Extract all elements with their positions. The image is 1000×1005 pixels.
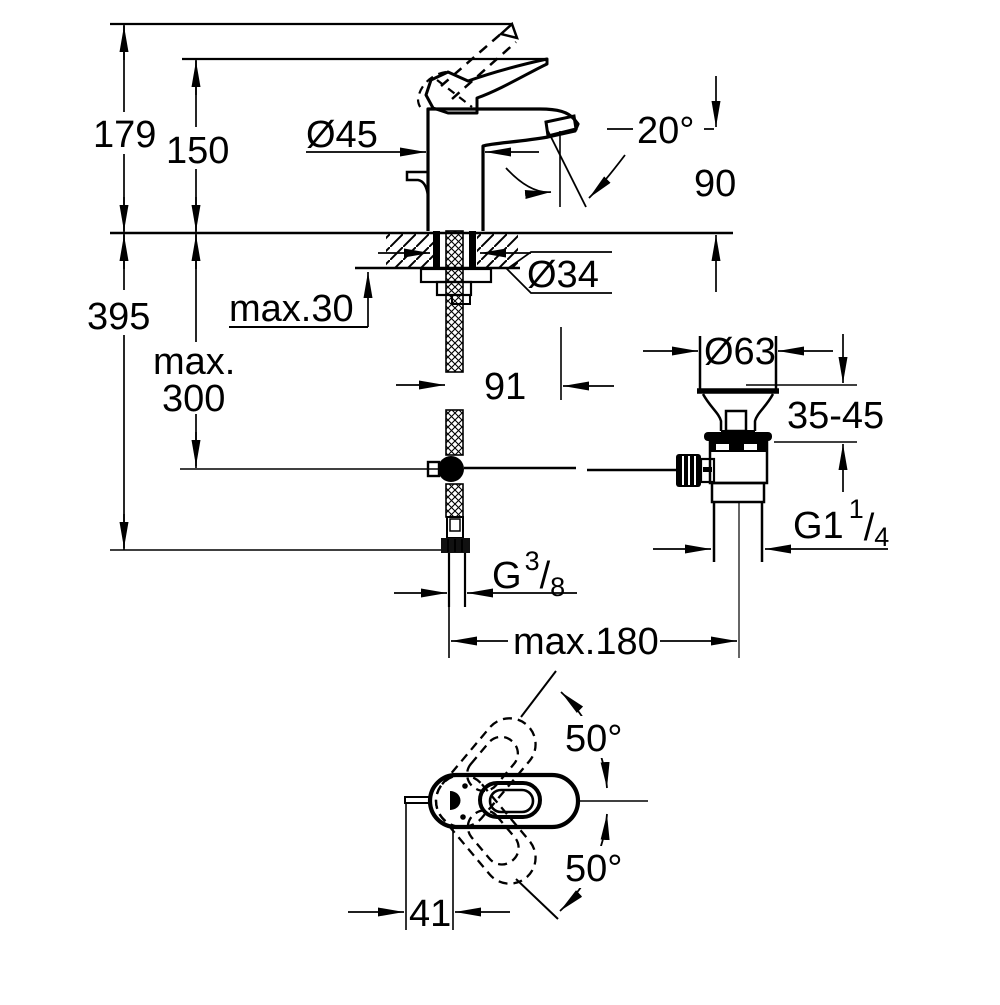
supply-hose-middle bbox=[445, 409, 464, 456]
dim-34-frame bbox=[505, 251, 612, 294]
deck-hatch-right bbox=[477, 234, 518, 267]
top-view: 50° 50° 41 bbox=[348, 670, 648, 935]
handle-up-slot bbox=[465, 735, 520, 793]
dim-spout-reach-label: 91 bbox=[484, 366, 526, 408]
dim-35-45 bbox=[746, 334, 857, 492]
halo-50-lower bbox=[561, 846, 635, 888]
cartridge-d-mark bbox=[450, 791, 461, 810]
dim-91 bbox=[396, 380, 614, 391]
dim-overall-depth-label: 395 bbox=[87, 296, 150, 338]
rod-connector-pin bbox=[703, 467, 712, 472]
supply-hose-upper bbox=[445, 230, 464, 373]
dim-spout-height-label: 150 bbox=[166, 130, 229, 172]
handle-up-outline bbox=[434, 717, 537, 829]
dim-hole-diameter-label: Ø34 bbox=[527, 254, 599, 296]
deck-hatch-left bbox=[386, 234, 433, 267]
waste-thread-slash: / bbox=[864, 507, 875, 549]
waste-neck-right bbox=[753, 393, 775, 431]
dim-rod-reach-label: max.180 bbox=[513, 621, 659, 663]
supply-thread-denominator: 8 bbox=[550, 572, 565, 602]
dim-handle-offset-label: 41 bbox=[409, 893, 451, 935]
dim-hose-depth-label-line2: 300 bbox=[162, 378, 225, 420]
stream-angle-line bbox=[547, 130, 587, 208]
supply-thread-numerator: 3 bbox=[525, 546, 540, 576]
waste-bottom-flange bbox=[710, 481, 766, 504]
handle-down-slot bbox=[466, 809, 520, 866]
halo-50-upper bbox=[561, 716, 635, 758]
waste-body-slot-right bbox=[744, 444, 757, 450]
waste-lift-block bbox=[724, 409, 748, 433]
dim-swivel-up-label: 50° bbox=[565, 718, 622, 760]
dim-outlet-height-label: 90 bbox=[694, 163, 736, 205]
dim-waste-diameter-label: Ø63 bbox=[704, 331, 776, 373]
shank-wall-left bbox=[433, 231, 440, 269]
dim-clamp-range-label: 35-45 bbox=[787, 395, 884, 437]
body-side-hook bbox=[405, 170, 430, 197]
waste-thread-denominator: 4 bbox=[874, 522, 889, 552]
halo-150 bbox=[163, 127, 231, 169]
dim-max-180 bbox=[448, 604, 737, 658]
dim-body-diameter-label: Ø45 bbox=[306, 114, 378, 156]
dim-dia-34 bbox=[378, 248, 612, 294]
waste-thread-base: G1 bbox=[793, 505, 844, 547]
dim-stream-angle-label: 20° bbox=[637, 110, 694, 152]
waste-body-slot-left bbox=[716, 444, 729, 450]
waste-clamp-flange bbox=[704, 432, 772, 441]
handle-slot-outer bbox=[478, 781, 542, 819]
supply-thread-slash: / bbox=[540, 555, 551, 597]
halo-179 bbox=[90, 112, 158, 154]
spout-aerator bbox=[544, 114, 578, 138]
dim-swivel-down-label: 50° bbox=[565, 848, 622, 890]
lever-handle-raised bbox=[440, 21, 519, 100]
faucet-body bbox=[426, 107, 580, 231]
index-dot-top bbox=[462, 783, 468, 789]
swivel-ray-up bbox=[520, 670, 557, 718]
waste-body-band bbox=[711, 442, 766, 452]
front-view: 179 150 Ø45 20° 90 395 max.30 Ø34 max. 3… bbox=[84, 21, 737, 663]
angle-arc-right bbox=[588, 154, 626, 199]
dim-hose-depth-label-line1: max. bbox=[153, 341, 235, 383]
handle-slot-inner bbox=[488, 788, 535, 814]
rod-guide bbox=[451, 294, 471, 305]
lever-handle bbox=[424, 57, 549, 115]
dim-41 bbox=[348, 803, 510, 930]
dim-total-height-label: 179 bbox=[93, 114, 156, 156]
shank-wall-right bbox=[469, 231, 476, 269]
rod-ball-joint bbox=[438, 456, 464, 482]
supply-hose-lower bbox=[445, 483, 464, 518]
waste-neck-left bbox=[701, 393, 723, 431]
dim-deck-thickness-label: max.30 bbox=[229, 288, 354, 330]
supply-thread-base: G bbox=[492, 555, 522, 597]
raised-lever-tip bbox=[498, 21, 519, 40]
lever-inner-dashed-edge bbox=[436, 79, 473, 108]
halo-max300 bbox=[150, 342, 232, 414]
swivel-ray-down bbox=[515, 878, 559, 920]
waste-thread-numerator: 1 bbox=[849, 494, 864, 524]
halo-395 bbox=[84, 290, 154, 335]
dim-max-30 bbox=[229, 272, 373, 328]
hose-fitting-inner bbox=[449, 518, 461, 532]
side-pin bbox=[404, 796, 431, 804]
index-dot-bottom bbox=[460, 814, 466, 820]
raised-lever-edge-2 bbox=[451, 41, 517, 100]
rod-connector bbox=[699, 457, 716, 484]
halo-20 bbox=[633, 110, 704, 150]
angle-arc-left bbox=[505, 167, 552, 199]
raised-lever-edge-1 bbox=[440, 31, 504, 87]
